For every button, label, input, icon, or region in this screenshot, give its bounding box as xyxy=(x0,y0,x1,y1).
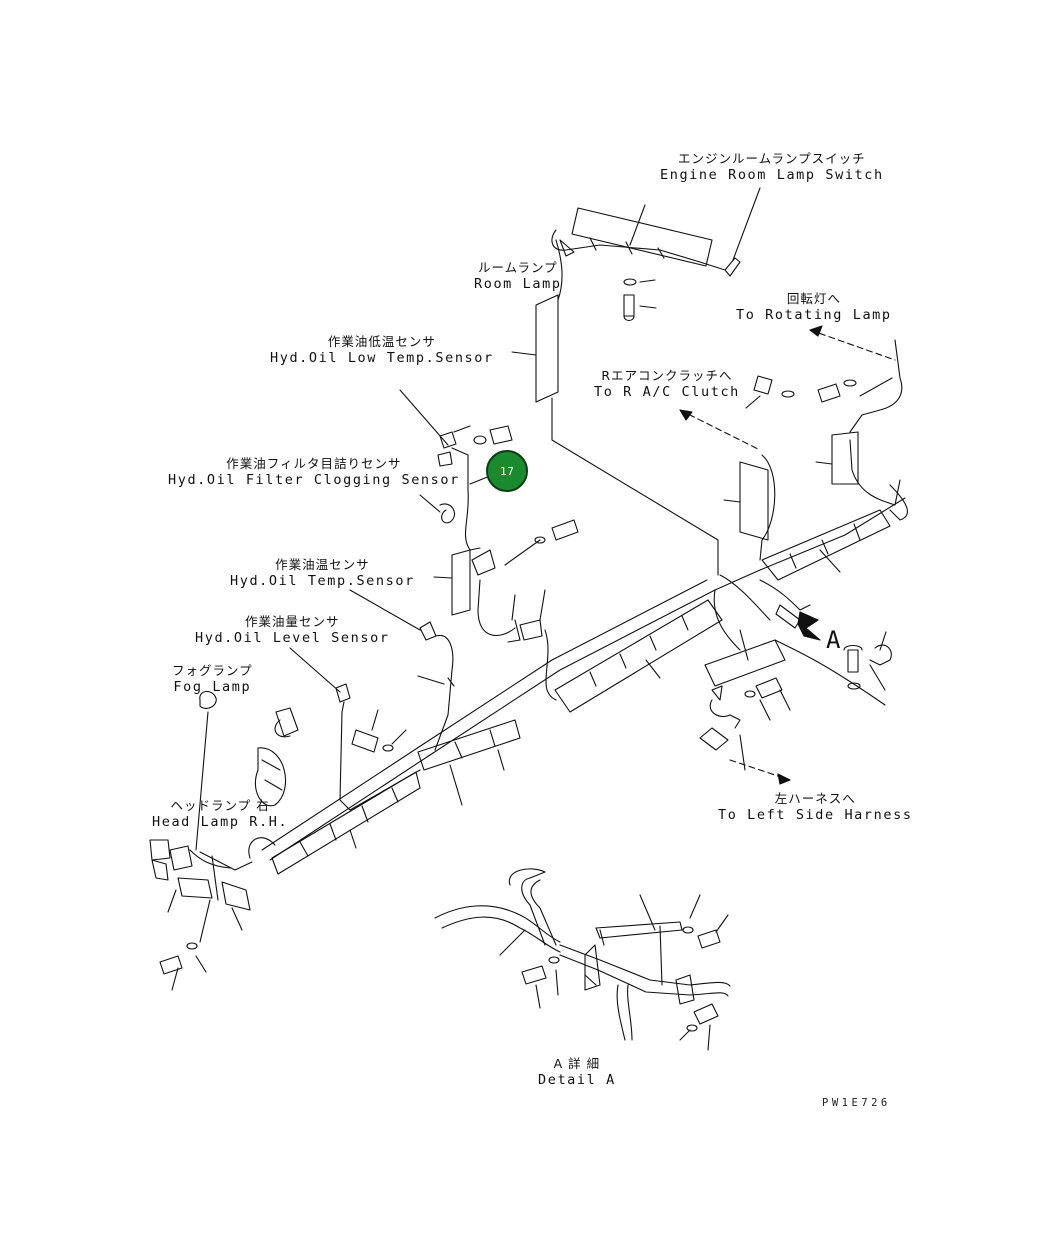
hyd-oil-level-sensor-label-en: Hyd.Oil Level Sensor xyxy=(195,630,390,646)
room-lamp-label: ルームランプ Room Lamp xyxy=(474,260,562,292)
hyd-oil-low-temp-sensor-label-ja: 作業油低温センサ xyxy=(327,334,436,349)
detail-a-label-en: Detail A xyxy=(538,1072,616,1088)
hyd-oil-level-sensor-label-ja: 作業油量センサ xyxy=(245,614,340,629)
room-lamp-label-en: Room Lamp xyxy=(474,276,562,292)
fog-lamp-label-en: Fog Lamp xyxy=(173,679,252,695)
head-lamp-assembly xyxy=(149,690,299,991)
fog-lamp-label-ja: フォグランプ xyxy=(172,663,253,678)
engine-room-lamp-switch-label: エンジンルームランプスイッチ Engine Room Lamp Switch xyxy=(660,151,884,183)
detail-a-label: A 詳 細 Detail A xyxy=(538,1056,616,1088)
hyd-oil-temp-sensor-label: 作業油温センサ Hyd.Oil Temp.Sensor xyxy=(230,557,415,589)
engine-room-harness xyxy=(551,187,761,322)
part-callout-17[interactable]: 17 xyxy=(486,450,528,492)
fog-lamp-label: フォグランプ Fog Lamp xyxy=(172,663,253,695)
to-rotating-lamp-label-en: To Rotating Lamp xyxy=(736,307,892,323)
room-lamp xyxy=(511,239,719,576)
detail-a-label-ja: A 詳 細 xyxy=(553,1056,601,1071)
hyd-oil-temp-sensor-label-ja: 作業油温センサ xyxy=(275,557,370,572)
hyd-oil-filter-clogging-sensor-label-en: Hyd.Oil Filter Clogging Sensor xyxy=(168,472,460,488)
to-r-ac-clutch-label: Rエアコンクラッチへ To R A/C Clutch xyxy=(594,368,740,400)
head-lamp-rh-label-en: Head Lamp R.H. xyxy=(152,814,289,830)
view-a-marker: A xyxy=(826,626,841,654)
to-r-ac-clutch-label-en: To R A/C Clutch xyxy=(594,384,740,400)
head-lamp-rh-label-ja: ヘッドランプ 右 xyxy=(170,798,270,813)
room-lamp-label-ja: ルームランプ xyxy=(477,260,558,275)
to-rotating-lamp-label-ja: 回転灯へ xyxy=(786,291,841,306)
hyd-oil-filter-clogging-sensor-label: 作業油フィルタ目詰りセンサ Hyd.Oil Filter Clogging Se… xyxy=(168,456,460,488)
hyd-oil-low-temp-sensor-label-en: Hyd.Oil Low Temp.Sensor xyxy=(270,350,494,366)
rotating-lamp-branch xyxy=(679,325,908,561)
drawing-code: PW1E726 xyxy=(822,1097,891,1109)
engine-room-lamp-switch-label-en: Engine Room Lamp Switch xyxy=(660,167,884,183)
hyd-oil-low-temp-sensor-label: 作業油低温センサ Hyd.Oil Low Temp.Sensor xyxy=(270,334,494,366)
to-rotating-lamp-label: 回転灯へ To Rotating Lamp xyxy=(736,291,892,323)
to-r-ac-clutch-label-ja: Rエアコンクラッチへ xyxy=(601,368,733,383)
detail-a-view xyxy=(434,868,731,1051)
hyd-oil-temp-sensor-label-en: Hyd.Oil Temp.Sensor xyxy=(230,573,415,589)
engine-room-lamp-switch-label-ja: エンジンルームランプスイッチ xyxy=(678,151,866,166)
sensor-branches xyxy=(289,389,579,811)
left-harness-branch xyxy=(699,574,892,785)
hyd-oil-level-sensor-label: 作業油量センサ Hyd.Oil Level Sensor xyxy=(195,614,390,646)
to-left-side-harness-label-ja: 左ハーネスへ xyxy=(774,791,856,806)
to-left-side-harness-label: 左ハーネスへ To Left Side Harness xyxy=(718,791,913,823)
head-lamp-rh-label: ヘッドランプ 右 Head Lamp R.H. xyxy=(152,798,288,830)
hyd-oil-filter-clogging-sensor-label-ja: 作業油フィルタ目詰りセンサ xyxy=(226,456,402,471)
to-left-side-harness-label-en: To Left Side Harness xyxy=(718,807,913,823)
